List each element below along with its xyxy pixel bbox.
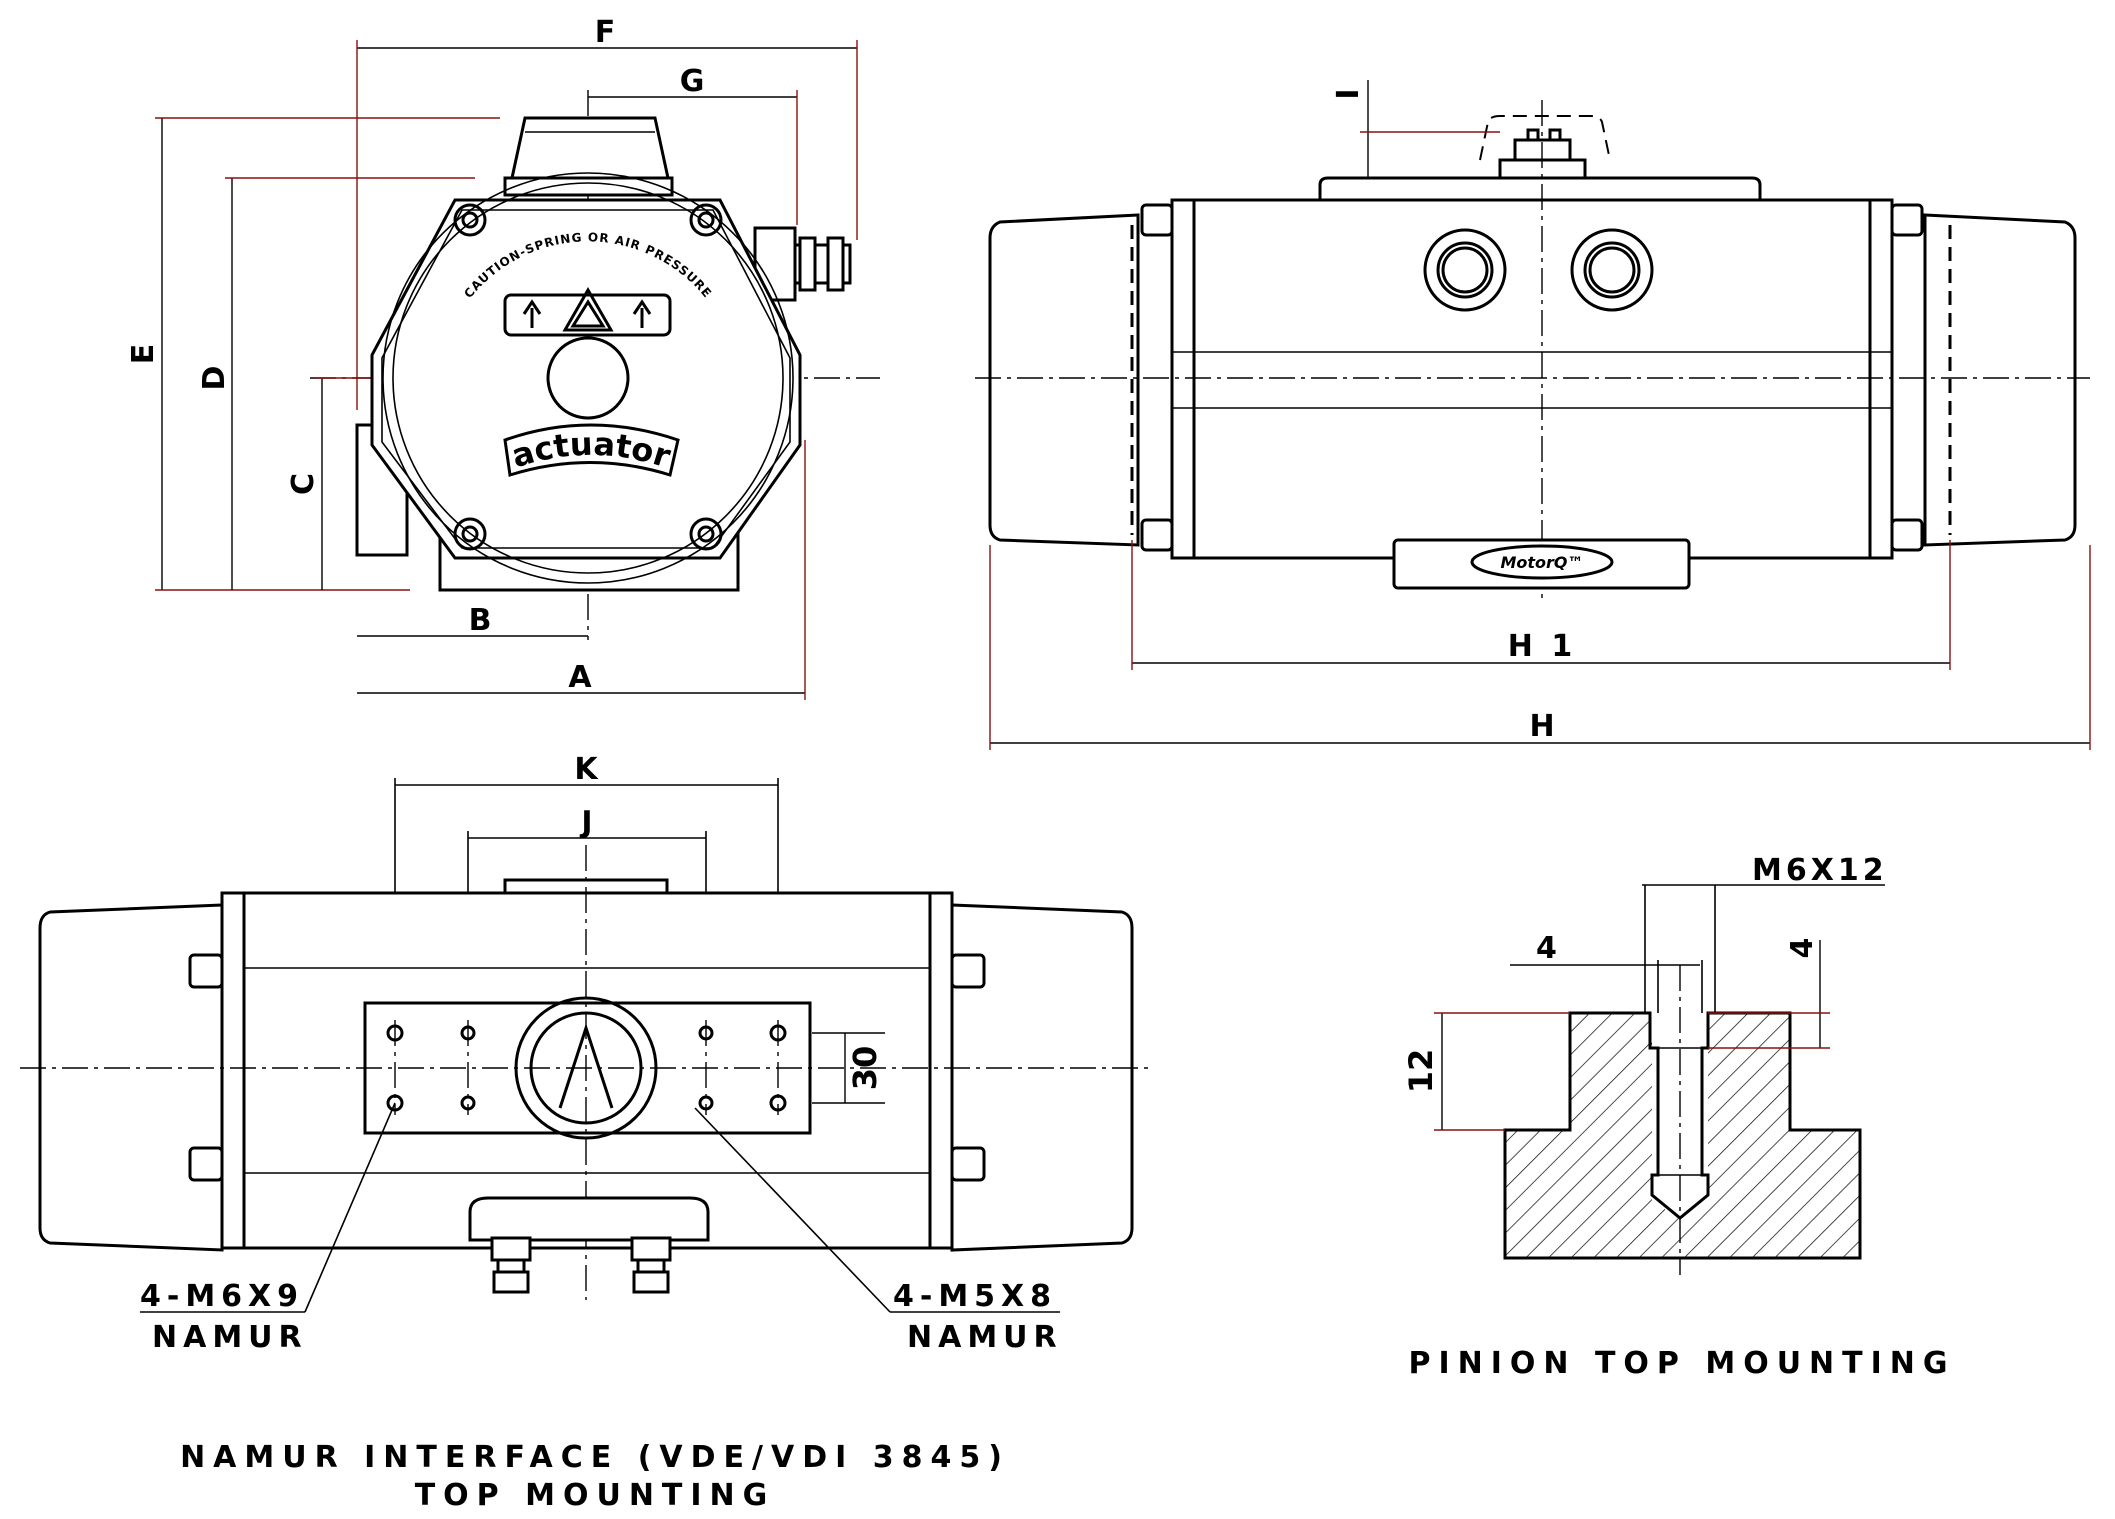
dim-label-A: A bbox=[568, 660, 592, 695]
housing-bolt bbox=[689, 517, 723, 551]
dim-label-E: E bbox=[126, 344, 161, 365]
pinion-indicator bbox=[514, 996, 658, 1140]
dim-label-F: F bbox=[595, 15, 616, 50]
namur-caption-line2: TOP MOUNTING bbox=[415, 1478, 776, 1513]
mounting-hole-m5 bbox=[460, 1025, 714, 1111]
callout-m5x8-std: NAMUR bbox=[907, 1320, 1063, 1355]
dim-label-H1: H 1 bbox=[1508, 629, 1576, 664]
housing-bolt bbox=[453, 517, 487, 551]
housing-bolt bbox=[453, 203, 487, 237]
air-port bbox=[1570, 228, 1654, 312]
dim-label-I: I bbox=[1331, 88, 1366, 99]
namur-top-view: K J bbox=[20, 752, 1150, 1513]
callout-m5x8: 4-M5X8 bbox=[893, 1279, 1057, 1314]
dim-label-H: H bbox=[1529, 709, 1554, 744]
pinion-section-view: M6X12 4 4 12 PINION TOP MOUNTING bbox=[1402, 853, 1955, 1381]
dim-label-B: B bbox=[469, 603, 492, 638]
callout-m6x9: 4-M6X9 bbox=[140, 1279, 304, 1314]
pinion-height: 12 bbox=[1402, 1049, 1440, 1094]
brand-text: MotorQ™ bbox=[1500, 553, 1583, 572]
shaft-boss bbox=[546, 336, 630, 420]
dim-label-K: K bbox=[574, 752, 599, 787]
air-port bbox=[1423, 228, 1507, 312]
pinion-thread-spec: M6X12 bbox=[1752, 853, 1888, 888]
dim-label-C: C bbox=[286, 473, 321, 495]
pinion-caption: PINION TOP MOUNTING bbox=[1408, 1346, 1955, 1381]
dim-label-G: G bbox=[680, 64, 705, 99]
mounting-hole-m6 bbox=[386, 1024, 787, 1112]
dim-label-D: D bbox=[197, 366, 232, 391]
pinion-bore-width: 4 bbox=[1536, 931, 1557, 966]
actuator-logo-plate bbox=[503, 423, 680, 477]
housing-bolt bbox=[689, 203, 723, 237]
dim-label-J: J bbox=[579, 805, 592, 840]
dim-label-30: 30 bbox=[846, 1046, 884, 1091]
pinion-depth-top: 4 bbox=[1785, 938, 1820, 959]
namur-caption-line1: NAMUR INTERFACE (VDE/VDI 3845) bbox=[180, 1440, 1010, 1475]
brand-badge bbox=[1470, 544, 1614, 580]
side-view: I MotorQ™ H 1 H bbox=[975, 80, 2091, 750]
front-end-view: F G E D C B A bbox=[126, 15, 880, 700]
warning-icon bbox=[562, 286, 614, 332]
callout-m6x9-std: NAMUR bbox=[152, 1320, 308, 1355]
